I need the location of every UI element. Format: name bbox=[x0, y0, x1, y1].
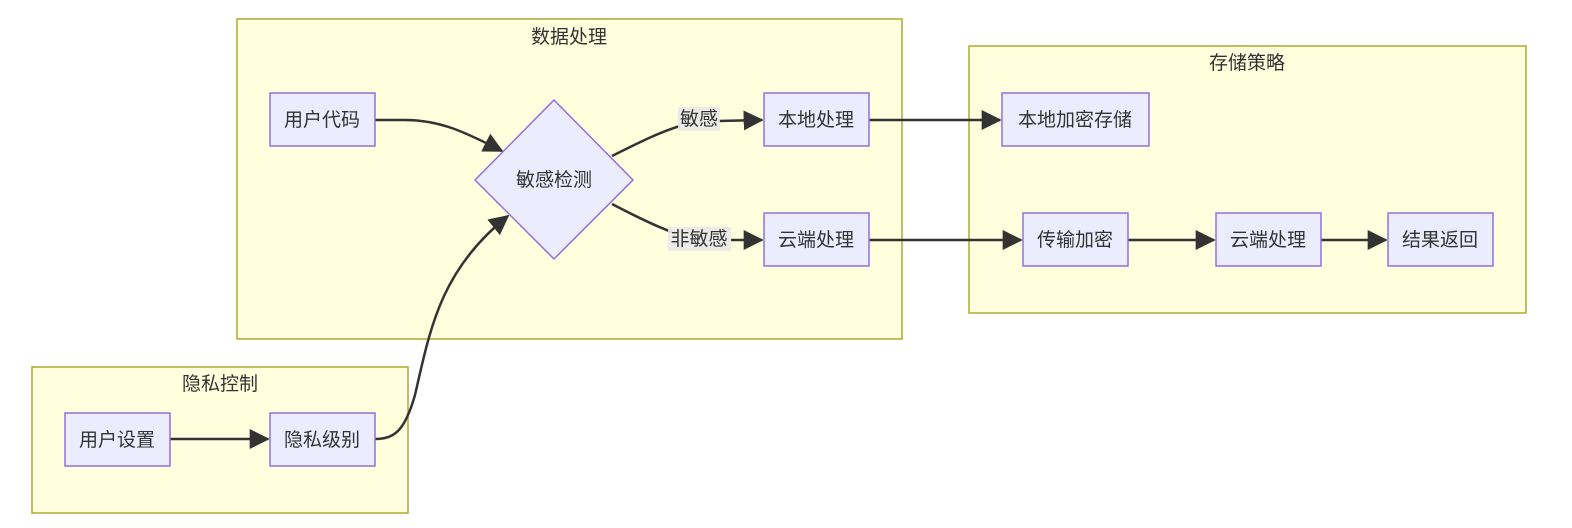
node-result-return-box[interactable] bbox=[1387, 212, 1494, 267]
cluster-data-processing-title: 数据处理 bbox=[531, 26, 607, 48]
node-cloud-process-2-label: 云端处理 bbox=[1230, 229, 1306, 251]
node-transfer-encrypt-label: 传输加密 bbox=[1037, 229, 1113, 251]
cluster-storage-strategy: 存储策略 bbox=[968, 45, 1527, 314]
node-privacy-level-label: 隐私级别 bbox=[284, 429, 360, 451]
node-local-process-box[interactable] bbox=[763, 92, 870, 147]
node-privacy-level[interactable]: 隐私级别 bbox=[269, 412, 376, 467]
node-local-process-label: 本地处理 bbox=[778, 109, 854, 131]
edge-user-code-to-detect bbox=[375, 118, 504, 153]
edge-detect-to-local-a bbox=[611, 124, 681, 158]
edge-privacy-level-to-detect bbox=[374, 214, 510, 441]
edge-label-non-sensitive-bg bbox=[668, 227, 731, 251]
node-user-settings-label: 用户设置 bbox=[79, 429, 155, 451]
node-local-encrypted-storage[interactable]: 本地加密存储 bbox=[1001, 92, 1150, 147]
node-local-process[interactable]: 本地处理 bbox=[763, 92, 870, 147]
node-result-return[interactable]: 结果返回 bbox=[1387, 212, 1494, 267]
node-transfer-encrypt-box[interactable] bbox=[1022, 212, 1129, 267]
cluster-privacy-control-title: 隐私控制 bbox=[182, 373, 258, 395]
node-transfer-encrypt[interactable]: 传输加密 bbox=[1022, 212, 1129, 267]
edge-label-non-sensitive-text: 非敏感 bbox=[670, 228, 727, 250]
node-cloud-process-label: 云端处理 bbox=[778, 229, 854, 251]
node-local-encrypted-storage-label: 本地加密存储 bbox=[1018, 109, 1132, 131]
cluster-storage-strategy-title: 存储策略 bbox=[1209, 52, 1285, 74]
edge-label-sensitive: 敏感 bbox=[678, 107, 720, 131]
node-user-code[interactable]: 用户代码 bbox=[269, 92, 376, 147]
edge-label-sensitive-text: 敏感 bbox=[680, 108, 718, 130]
node-sensitive-detect-diamond[interactable] bbox=[473, 98, 635, 261]
node-local-encrypted-storage-box[interactable] bbox=[1001, 92, 1150, 147]
edge-detect-to-cloud-a bbox=[611, 202, 673, 234]
node-result-return-label: 结果返回 bbox=[1402, 229, 1478, 251]
node-cloud-process-box[interactable] bbox=[763, 212, 870, 267]
edge-detect-to-local-b bbox=[717, 110, 764, 131]
node-user-settings[interactable]: 用户设置 bbox=[64, 412, 171, 467]
node-cloud-process[interactable]: 云端处理 bbox=[763, 212, 870, 267]
node-sensitive-detect-label: 敏感检测 bbox=[516, 169, 592, 191]
node-sensitive-detect[interactable]: 敏感检测 bbox=[473, 98, 635, 261]
edge-label-non-sensitive: 非敏感 bbox=[668, 227, 731, 251]
node-user-code-box[interactable] bbox=[269, 92, 376, 147]
cluster-storage-strategy-box bbox=[968, 45, 1527, 314]
node-cloud-process-2-box[interactable] bbox=[1215, 212, 1322, 267]
node-cloud-process-2[interactable]: 云端处理 bbox=[1215, 212, 1322, 267]
node-user-settings-box[interactable] bbox=[64, 412, 171, 467]
node-privacy-level-box[interactable] bbox=[269, 412, 376, 467]
edge-label-sensitive-bg bbox=[678, 107, 720, 131]
node-user-code-label: 用户代码 bbox=[284, 109, 360, 131]
